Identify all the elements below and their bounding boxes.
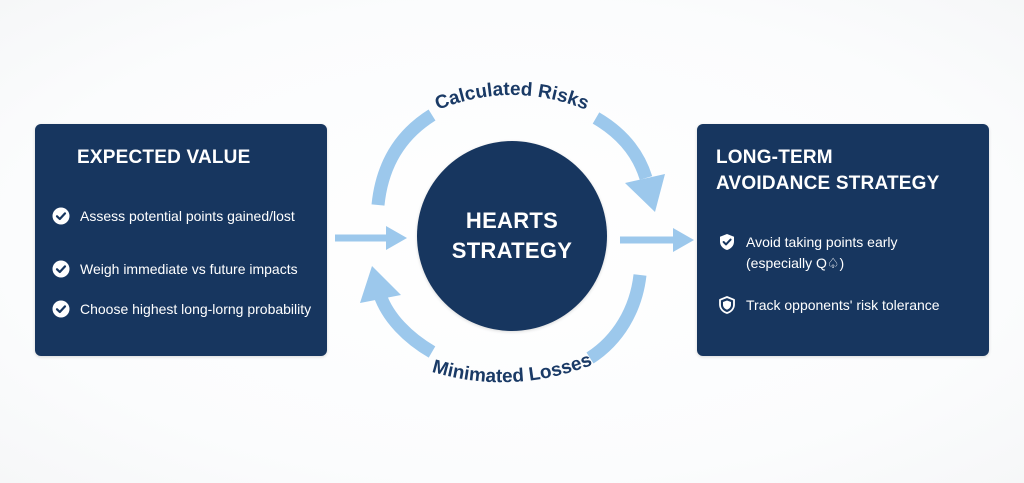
item-text: Avoid taking points early (especially Q♤… (746, 232, 898, 274)
item-text-line2: (especially Q♤) (746, 255, 845, 271)
item-text-line1: Avoid taking points early (746, 234, 898, 250)
expected-value-item: Choose highest long-lorng probability (52, 299, 311, 320)
avoidance-title-line2: AVOIDANCE STRATEGY (716, 173, 940, 194)
cycle-arrow-top-left (371, 109, 436, 206)
avoidance-item: Avoid taking points early (especially Q♤… (718, 232, 898, 274)
expected-value-item: Assess potential points gained/lost (52, 206, 295, 227)
avoidance-title-line1: LONG-TERM (716, 147, 833, 168)
item-text: Track opponents' risk tolerance (746, 297, 940, 313)
cycle-arrow-bottom-left (373, 292, 436, 358)
shield-check-icon (720, 234, 734, 250)
cycle-arrow-bottom-right (586, 274, 647, 364)
hub-title-line1: HEARTS (465, 208, 559, 233)
check-circle-icon (52, 300, 70, 318)
expected-value-item: Weigh immediate vs future impacts (52, 259, 298, 280)
avoidance-strategy-panel (697, 124, 989, 356)
avoidance-item: Track opponents' risk tolerance (718, 295, 940, 316)
expected-value-panel (35, 124, 327, 356)
arrowhead-center-to-right (673, 228, 694, 252)
item-text: Weigh immediate vs future impacts (80, 261, 298, 277)
hub-title-line2: STRATEGY (451, 238, 573, 263)
cycle-arrowhead-bottom-left (360, 266, 401, 303)
item-text: Choose highest long-lorng probability (80, 301, 312, 317)
bottom-cycle-label: Minimated Losses (430, 350, 595, 388)
top-cycle-label: Calculated Risks (432, 79, 592, 115)
hearts-strategy-hub: HEARTS STRATEGY (417, 141, 607, 331)
expected-value-title: EXPECTED VALUE (77, 147, 251, 168)
item-text: Assess potential points gained/lost (80, 208, 295, 224)
check-circle-icon (52, 260, 70, 278)
shield-icon (719, 296, 735, 314)
cycle-arrowhead-top-right (625, 174, 665, 212)
check-circle-icon (52, 207, 70, 225)
cycle-arrow-top-right (592, 112, 653, 181)
arrowhead-left-to-center (386, 226, 407, 250)
